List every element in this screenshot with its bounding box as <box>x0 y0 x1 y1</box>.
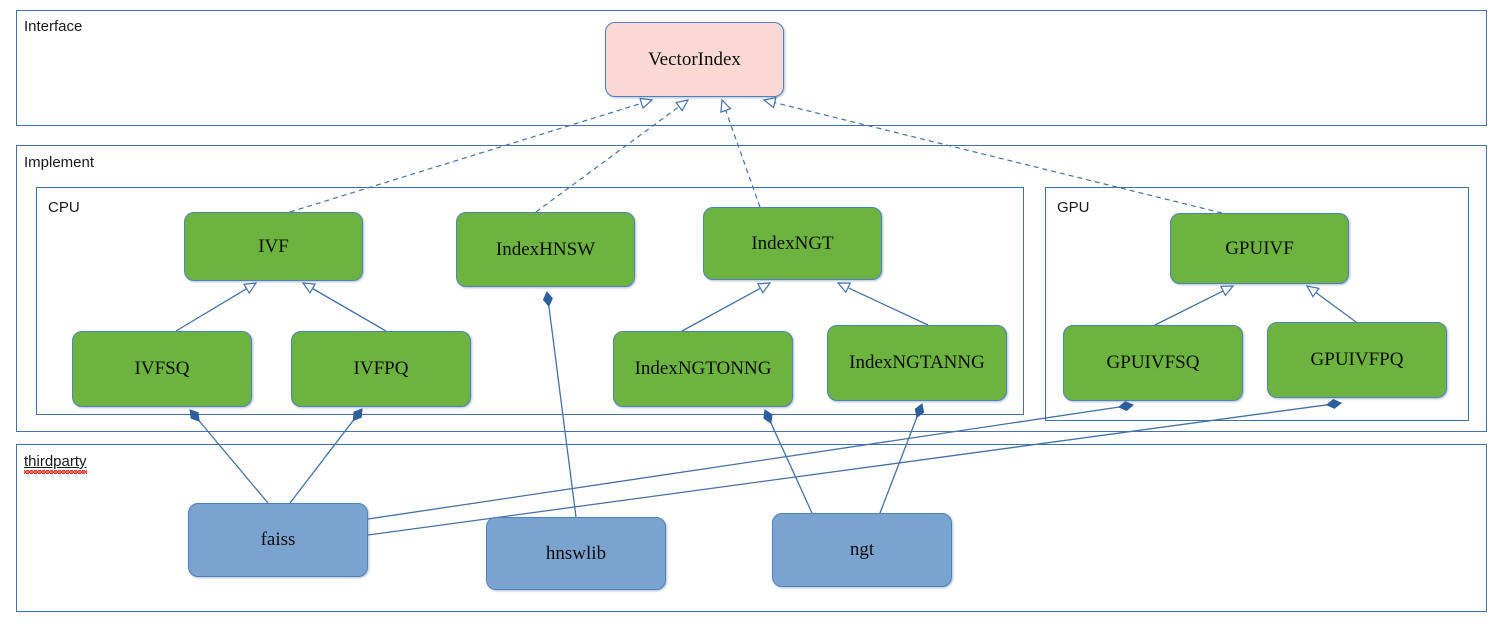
class-node-label: IndexHNSW <box>495 238 596 260</box>
spellcheck-squiggle-icon <box>24 470 87 474</box>
class-node-label: faiss <box>260 529 296 550</box>
class-node-label: VectorIndex <box>648 48 741 70</box>
class-node-indexngt[interactable]: IndexNGT <box>703 207 882 280</box>
class-node-label: GPUIVFSQ <box>1106 352 1200 373</box>
class-node-indexngtanng[interactable]: IndexNGTANNG <box>827 325 1007 401</box>
class-node-gpuivfpq[interactable]: GPUIVFPQ <box>1267 322 1447 398</box>
class-node-label: ngt <box>849 539 875 560</box>
class-node-indexngtonng[interactable]: IndexNGTONNG <box>613 331 793 407</box>
frame-label-interface: Interface <box>24 18 83 35</box>
class-node-label: GPUIVF <box>1225 237 1294 259</box>
class-node-label: IndexNGT <box>751 232 834 254</box>
class-node-label: GPUIVFPQ <box>1310 349 1404 370</box>
class-node-hnswlib[interactable]: hnswlib <box>486 517 666 590</box>
class-node-vectorindex[interactable]: VectorIndex <box>605 22 784 97</box>
class-node-label: IndexNGTANNG <box>849 352 985 373</box>
class-node-ivfpq[interactable]: IVFPQ <box>291 331 471 407</box>
class-node-faiss[interactable]: faiss <box>188 503 368 577</box>
class-node-ngt[interactable]: ngt <box>772 513 952 587</box>
class-node-gpuivfsq[interactable]: GPUIVFSQ <box>1063 325 1243 401</box>
class-node-label: hnswlib <box>545 542 607 564</box>
frame-label-thirdparty-text: thirdparty <box>24 453 87 470</box>
class-node-indexhnsw[interactable]: IndexHNSW <box>456 212 635 287</box>
frame-label-cpu: CPU <box>48 199 80 216</box>
frame-label-implement: Implement <box>24 154 95 171</box>
class-node-gpuivf[interactable]: GPUIVF <box>1170 213 1349 284</box>
class-node-label: IVF <box>258 235 289 257</box>
class-node-label: IndexNGTONNG <box>634 358 772 379</box>
class-node-ivfsq[interactable]: IVFSQ <box>72 331 252 407</box>
class-node-label: IVFSQ <box>134 358 190 379</box>
class-node-ivf[interactable]: IVF <box>184 212 363 281</box>
frame-label-thirdparty: thirdparty <box>24 453 87 474</box>
class-node-label: IVFPQ <box>353 358 409 379</box>
frame-label-gpu: GPU <box>1057 199 1090 216</box>
